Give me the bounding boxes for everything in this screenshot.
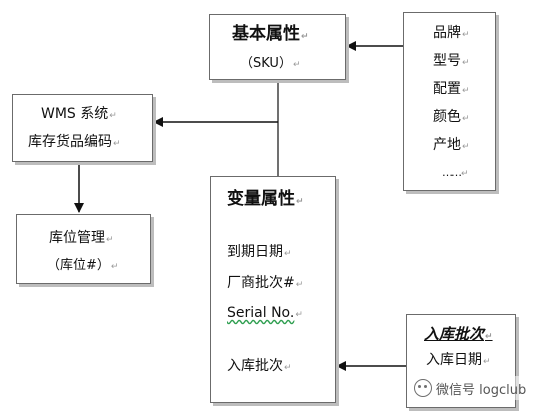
basic-attributes-box: 基本属性↵ （SKU）↵: [209, 14, 346, 80]
wms-system-title: WMS 系统↵: [41, 106, 117, 122]
location-management-subtitle: （库位#）↵: [47, 258, 119, 273]
product-attribute-item: 品牌↵: [433, 25, 470, 41]
inbound-batch-title: 入库批次↵: [424, 325, 493, 343]
product-attribute-item: 配置↵: [433, 81, 470, 97]
location-management-title: 库位管理↵: [49, 230, 114, 246]
wms-system-subtitle: 库存货品编码↵: [28, 134, 121, 150]
variable-attributes-box: 变量属性↵ 到期日期↵ 厂商批次#↵ Serial No.↵ 入库批次↵: [210, 176, 336, 403]
variable-attribute-item: 厂商批次#↵: [227, 275, 304, 291]
variable-attribute-item: Serial No.↵: [227, 305, 303, 321]
basic-attributes-title: 基本属性↵: [232, 24, 309, 44]
variable-attribute-item: 入库批次↵: [227, 358, 292, 374]
variable-attributes-title: 变量属性↵: [227, 189, 304, 209]
basic-attributes-subtitle: （SKU）↵: [240, 56, 301, 71]
product-attribute-item: 产地↵: [433, 137, 470, 153]
watermark: 微信号 logclub: [412, 376, 533, 400]
watermark-text: 微信号 logclub: [436, 382, 527, 398]
product-attribute-item: 颜色↵: [433, 109, 470, 125]
product-attribute-item: ……↵: [442, 166, 468, 179]
location-management-box: 库位管理↵ （库位#）↵: [16, 214, 151, 284]
inbound-batch-date: 入库日期↵: [426, 352, 491, 368]
variable-attribute-item: 到期日期↵: [227, 244, 292, 260]
product-attribute-item: 型号↵: [433, 53, 470, 69]
wms-system-box: WMS 系统↵ 库存货品编码↵: [12, 94, 153, 162]
wechat-icon: [414, 379, 432, 397]
product-attributes-box: 品牌↵ 型号↵ 配置↵ 颜色↵ 产地↵ ……↵: [403, 12, 496, 191]
